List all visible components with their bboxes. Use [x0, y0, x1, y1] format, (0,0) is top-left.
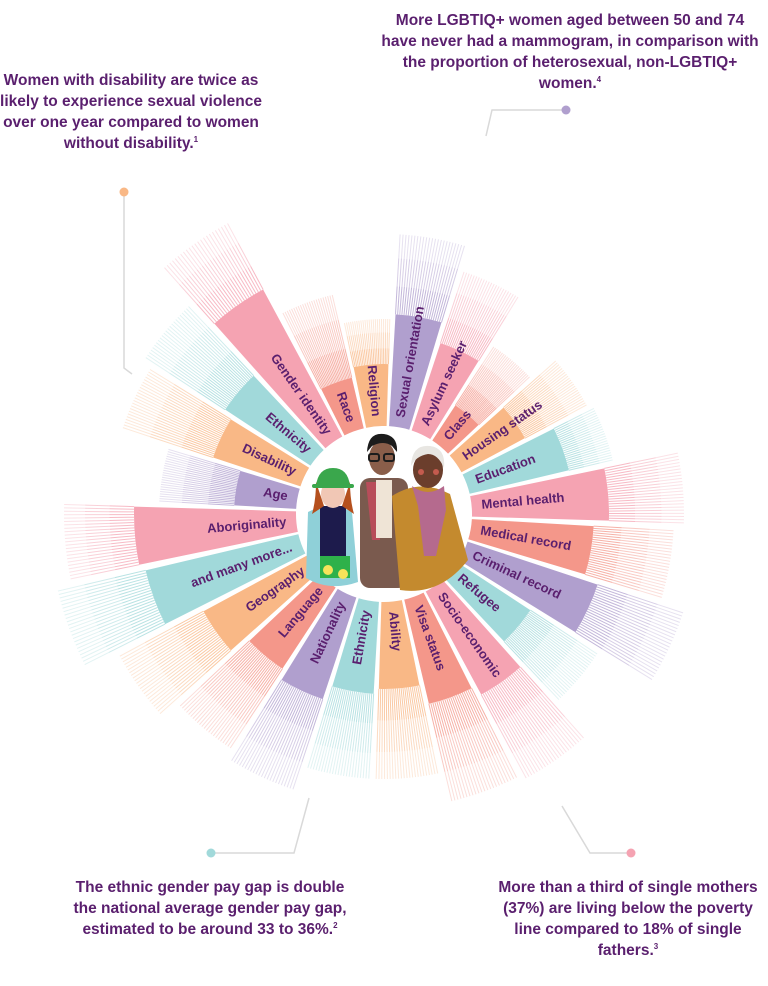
- segment-label: Aboriginality: [206, 514, 287, 536]
- segment-bar: [411, 343, 479, 440]
- callout-text: The ethnic gender pay gap is double the …: [73, 879, 347, 938]
- connector-pay-gap: [211, 797, 310, 854]
- segment-bar: [432, 405, 479, 454]
- segment-ability: [375, 600, 439, 780]
- footnote-marker: 3: [653, 941, 659, 951]
- segment-bar: [462, 428, 569, 494]
- connector-dot-icon: [561, 105, 571, 115]
- segment-geography: [119, 555, 319, 714]
- segment-mental-health: [470, 452, 685, 524]
- segment-socio-economic: [425, 579, 584, 779]
- segment-criminal-record: [458, 541, 684, 680]
- callout-text: More LGBTIQ+ women aged between 50 and 7…: [381, 12, 759, 92]
- segment-label: Religion: [365, 365, 384, 417]
- segment-and-many-more: [57, 534, 306, 665]
- segment-education: [462, 407, 613, 494]
- segment-religion: [343, 318, 391, 428]
- segment-housing-status: [449, 360, 587, 473]
- segment-aboriginality: [63, 504, 298, 580]
- segment-label: Ability: [386, 611, 404, 653]
- segment-label: Age: [262, 484, 289, 503]
- women-illustration-icon: [306, 433, 468, 591]
- segment-bar: [468, 519, 594, 575]
- segment-bar: [145, 534, 306, 625]
- segment-bar: [389, 314, 442, 430]
- segment-bar: [281, 588, 357, 700]
- connector-dot-icon: [119, 187, 129, 197]
- segment-bar: [449, 407, 525, 473]
- footnote-marker: 2: [333, 920, 338, 930]
- segment-race: [282, 294, 364, 436]
- callout-pay-gap: The ethnic gender pay gap is double the …: [70, 877, 350, 940]
- footnote-marker: 1: [193, 134, 199, 144]
- segment-bar: [404, 592, 472, 704]
- segment-disability: [122, 369, 310, 487]
- center-illustration: [300, 430, 468, 598]
- segment-bar: [425, 579, 521, 695]
- segment-age: [159, 448, 300, 509]
- segment-bar: [214, 289, 343, 449]
- segment-bar: [234, 470, 300, 509]
- segment-visa-status: [404, 592, 517, 802]
- segment-bar: [353, 363, 389, 428]
- callout-text: Women with disability are twice as likel…: [0, 72, 262, 152]
- connector-lgbtiq: [485, 109, 566, 137]
- segment-bar: [332, 598, 379, 694]
- segment-language: [179, 574, 336, 749]
- segment-ethnicity: [307, 598, 379, 779]
- segment-bar: [458, 541, 598, 633]
- segment-bar: [444, 562, 531, 642]
- segment-bar: [134, 506, 298, 565]
- segment-medical-record: [468, 519, 674, 598]
- footnote-marker: 4: [596, 74, 602, 84]
- connector-dot-icon: [626, 848, 636, 858]
- segment-gender-identity: [164, 223, 343, 449]
- connector-single-mothers: [561, 805, 631, 854]
- segment-sexual-orientation: [389, 234, 465, 430]
- callout-disability: Women with disability are twice as likel…: [0, 70, 262, 154]
- chart-segments: [57, 223, 685, 802]
- segment-nationality: [231, 588, 357, 790]
- callout-single-mothers: More than a third of single mothers (37%…: [488, 877, 768, 961]
- connector-dot-icon: [206, 848, 216, 858]
- segment-refugee: [444, 562, 598, 700]
- connector-disability: [123, 192, 133, 375]
- segment-bar: [203, 555, 319, 651]
- callout-text: More than a third of single mothers (37%…: [498, 879, 758, 959]
- segment-asylum-seeker: [411, 271, 519, 440]
- segment-bar: [321, 377, 364, 436]
- segment-bar: [470, 468, 609, 521]
- callout-lgbtiq: More LGBTIQ+ women aged between 50 and 7…: [380, 10, 760, 94]
- segment-bar: [249, 574, 336, 669]
- segment-ethnicity: [145, 306, 324, 466]
- segment-bar: [213, 419, 310, 487]
- segment-bar: [378, 600, 420, 689]
- segment-label: Mental health: [481, 490, 565, 512]
- segment-class: [432, 346, 530, 454]
- segment-bar: [225, 375, 324, 466]
- callout-connectors: [119, 105, 636, 858]
